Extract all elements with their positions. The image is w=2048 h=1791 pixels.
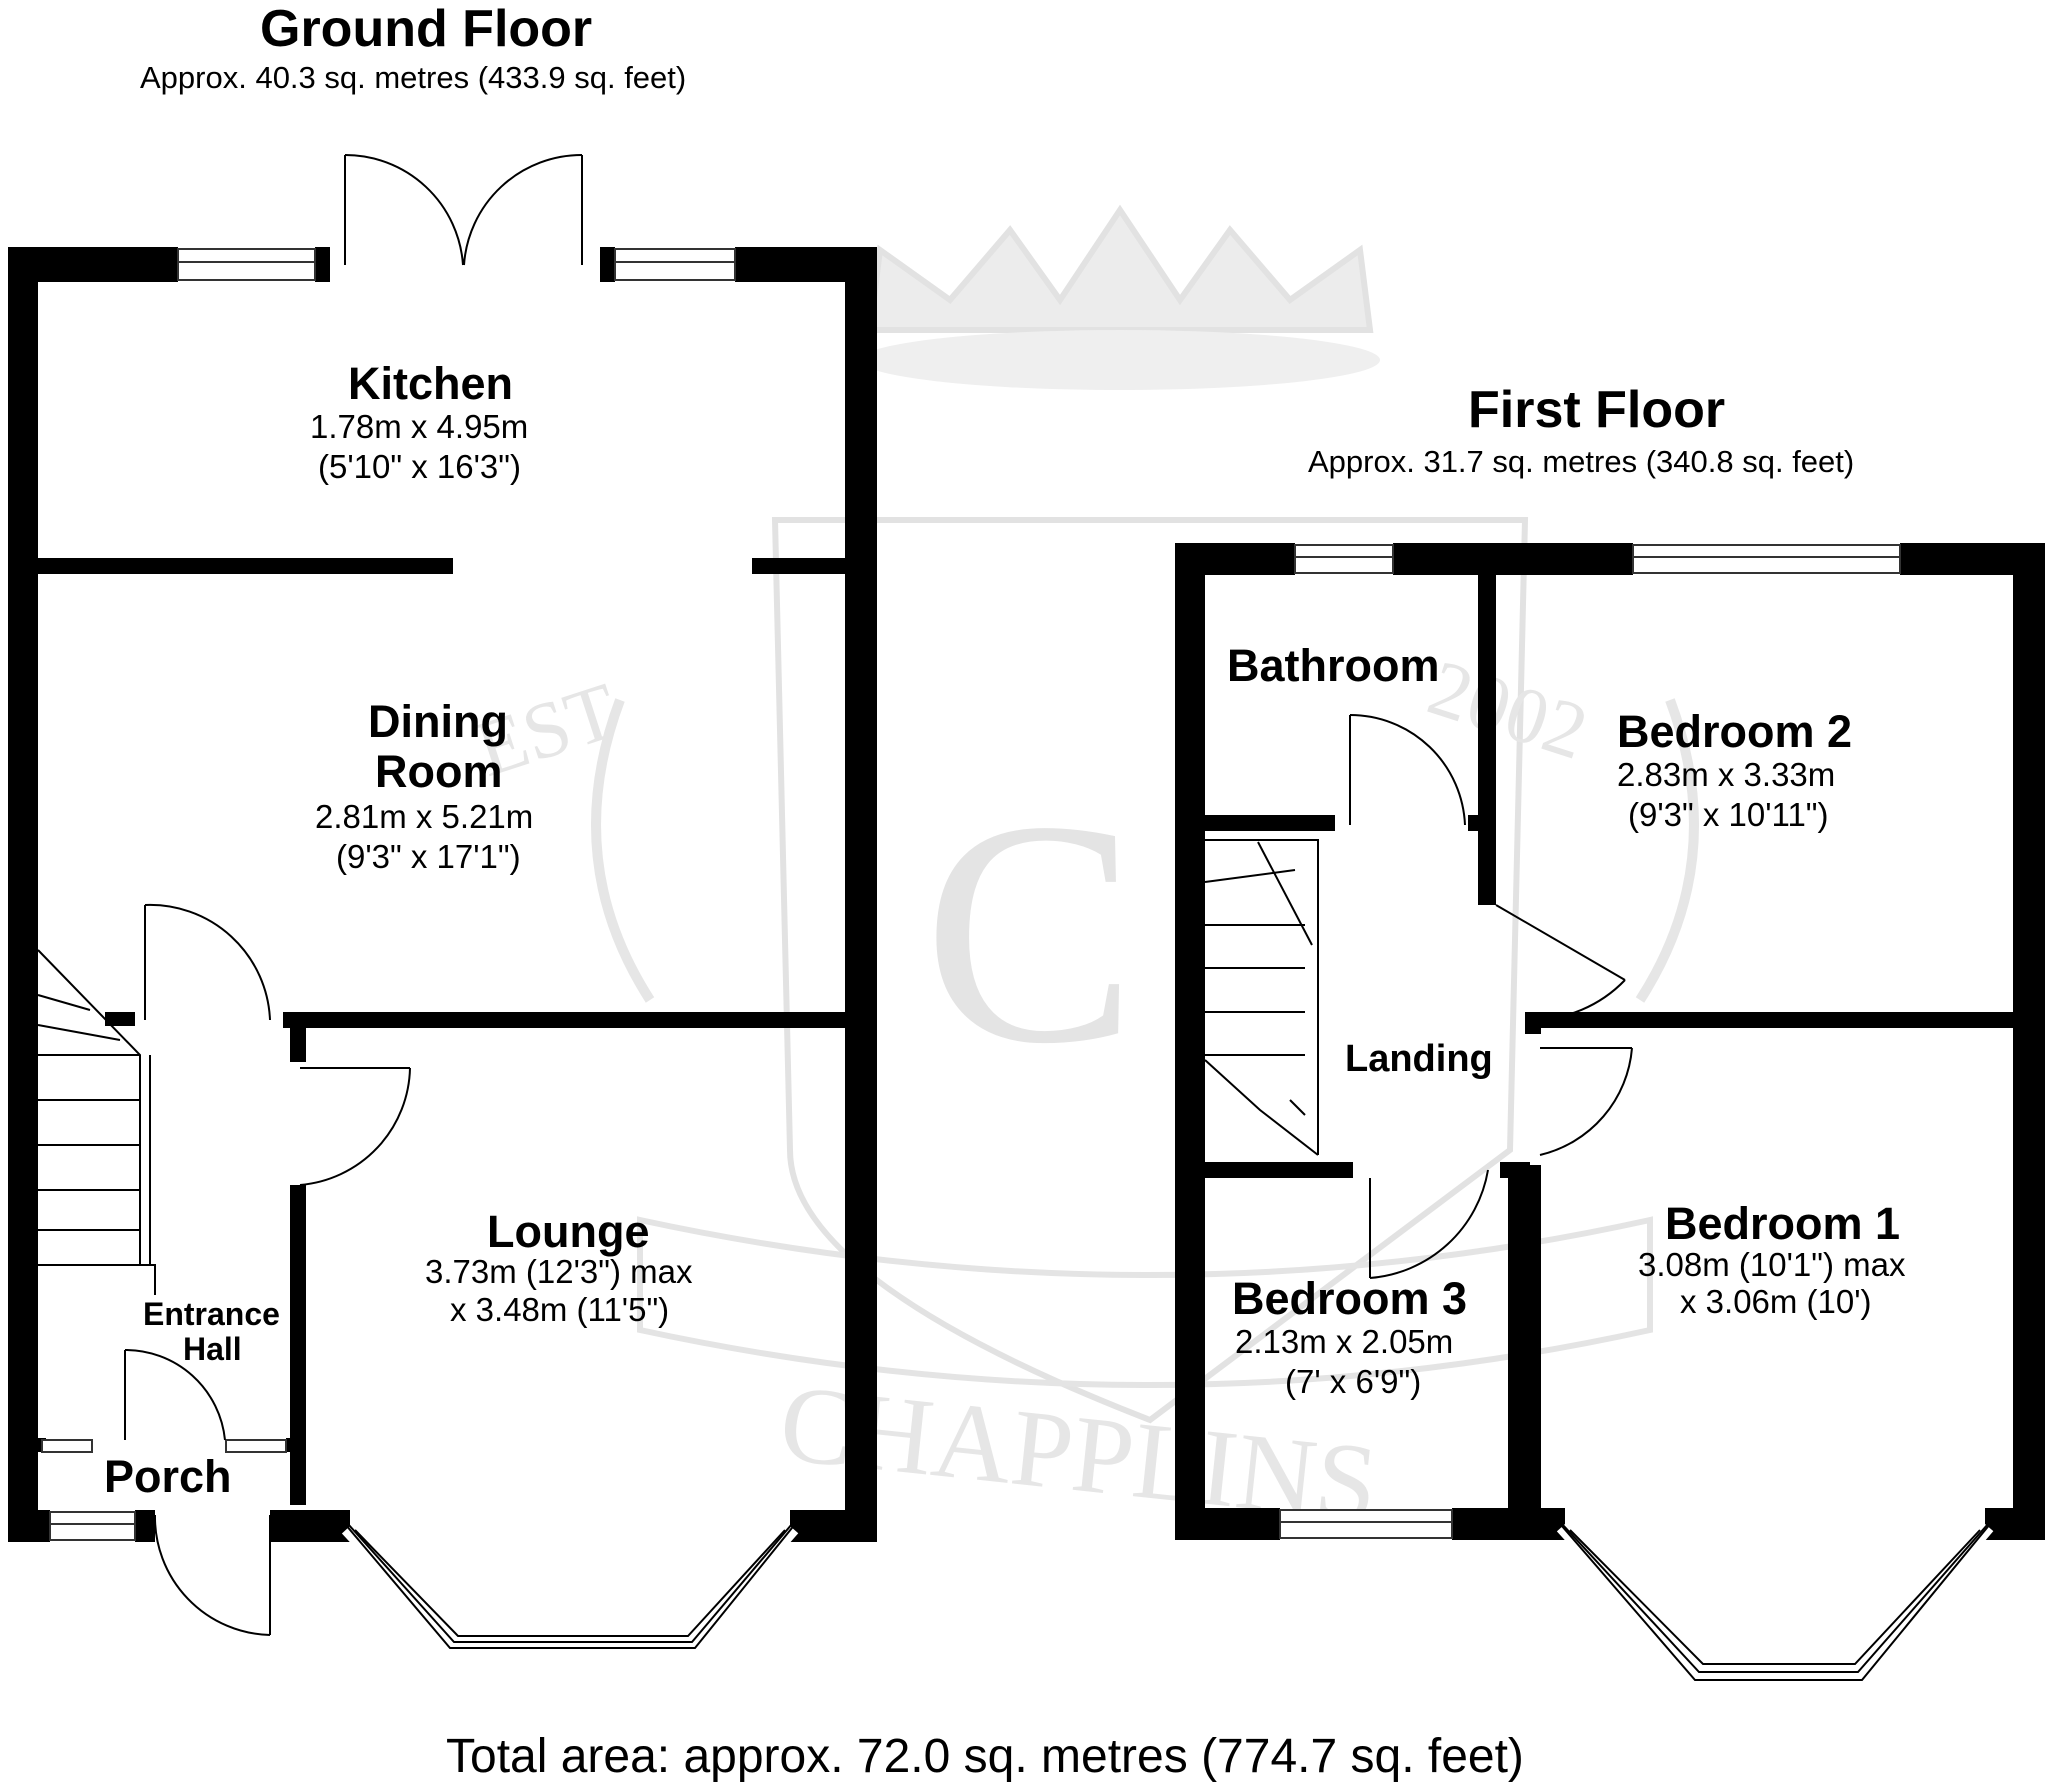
kitchen-dimensions-metric: 1.78m x 4.95m xyxy=(310,408,529,445)
entrance-hall-label-line1: Entrance xyxy=(143,1296,280,1332)
lounge-bay-window xyxy=(339,1517,801,1651)
entrance-hall-label-line2: Hall xyxy=(183,1331,242,1367)
dining-room-dimensions-imperial: (9'3" x 17'1") xyxy=(336,838,521,875)
bedroom3-dimensions-imperial: (7' x 6'9") xyxy=(1285,1363,1422,1400)
kitchen-dimensions-imperial: (5'10" x 16'3") xyxy=(318,448,521,485)
ground-floor-stairs xyxy=(37,949,156,1295)
lounge-label: Lounge xyxy=(487,1206,650,1257)
first-floor-walls xyxy=(1175,543,2045,1540)
bedroom2-dimensions-imperial: (9'3" x 10'11") xyxy=(1628,796,1829,833)
watermark-shield xyxy=(771,517,1529,1424)
first-floor-stairs xyxy=(1204,839,1319,1156)
ground-floor-walls xyxy=(8,247,877,1542)
porch-label: Porch xyxy=(104,1451,232,1502)
first-floor-windows xyxy=(1279,544,1901,1539)
watermark-year: 2002 xyxy=(1418,644,1597,777)
kitchen-label: Kitchen xyxy=(348,358,514,409)
first-floor-title: First Floor xyxy=(1468,381,1726,439)
bedroom1-dimensions-line1: 3.08m (10'1") max xyxy=(1638,1246,1906,1283)
watermark-crown xyxy=(866,204,1374,333)
ground-floor-title: Ground Floor xyxy=(260,0,593,58)
total-area: Total area: approx. 72.0 sq. metres (774… xyxy=(446,1730,1524,1783)
watermark-initial: C xyxy=(923,756,1136,1110)
bedroom1-bay-window xyxy=(1554,1516,1996,1683)
lounge-dimensions-line2: x 3.48m (11'5") xyxy=(450,1291,670,1328)
ground-floor-windows xyxy=(41,248,736,1541)
bedroom3-label: Bedroom 3 xyxy=(1232,1273,1468,1324)
landing-label: Landing xyxy=(1345,1038,1493,1080)
bedroom2-label: Bedroom 2 xyxy=(1617,706,1853,757)
lounge-dimensions-line1: 3.73m (12'3") max xyxy=(425,1253,693,1290)
bedroom1-label: Bedroom 1 xyxy=(1665,1198,1901,1249)
dining-room-label-line1: Dining xyxy=(368,696,508,747)
watermark xyxy=(591,204,1699,1424)
bedroom2-dimensions-metric: 2.83m x 3.33m xyxy=(1617,756,1836,793)
dining-room-dimensions-metric: 2.81m x 5.21m xyxy=(315,798,534,835)
bedroom3-dimensions-metric: 2.13m x 2.05m xyxy=(1235,1323,1454,1360)
first-floor-area: Approx. 31.7 sq. metres (340.8 sq. feet) xyxy=(1308,444,1855,479)
bathroom-label: Bathroom xyxy=(1227,640,1440,691)
first-floor-doors xyxy=(1349,713,1633,1279)
bedroom1-dimensions-line2: x 3.06m (10') xyxy=(1680,1283,1872,1320)
ground-floor-doors xyxy=(124,153,583,1636)
dining-room-label-line2: Room xyxy=(375,746,503,797)
ground-floor-area: Approx. 40.3 sq. metres (433.9 sq. feet) xyxy=(140,60,687,95)
